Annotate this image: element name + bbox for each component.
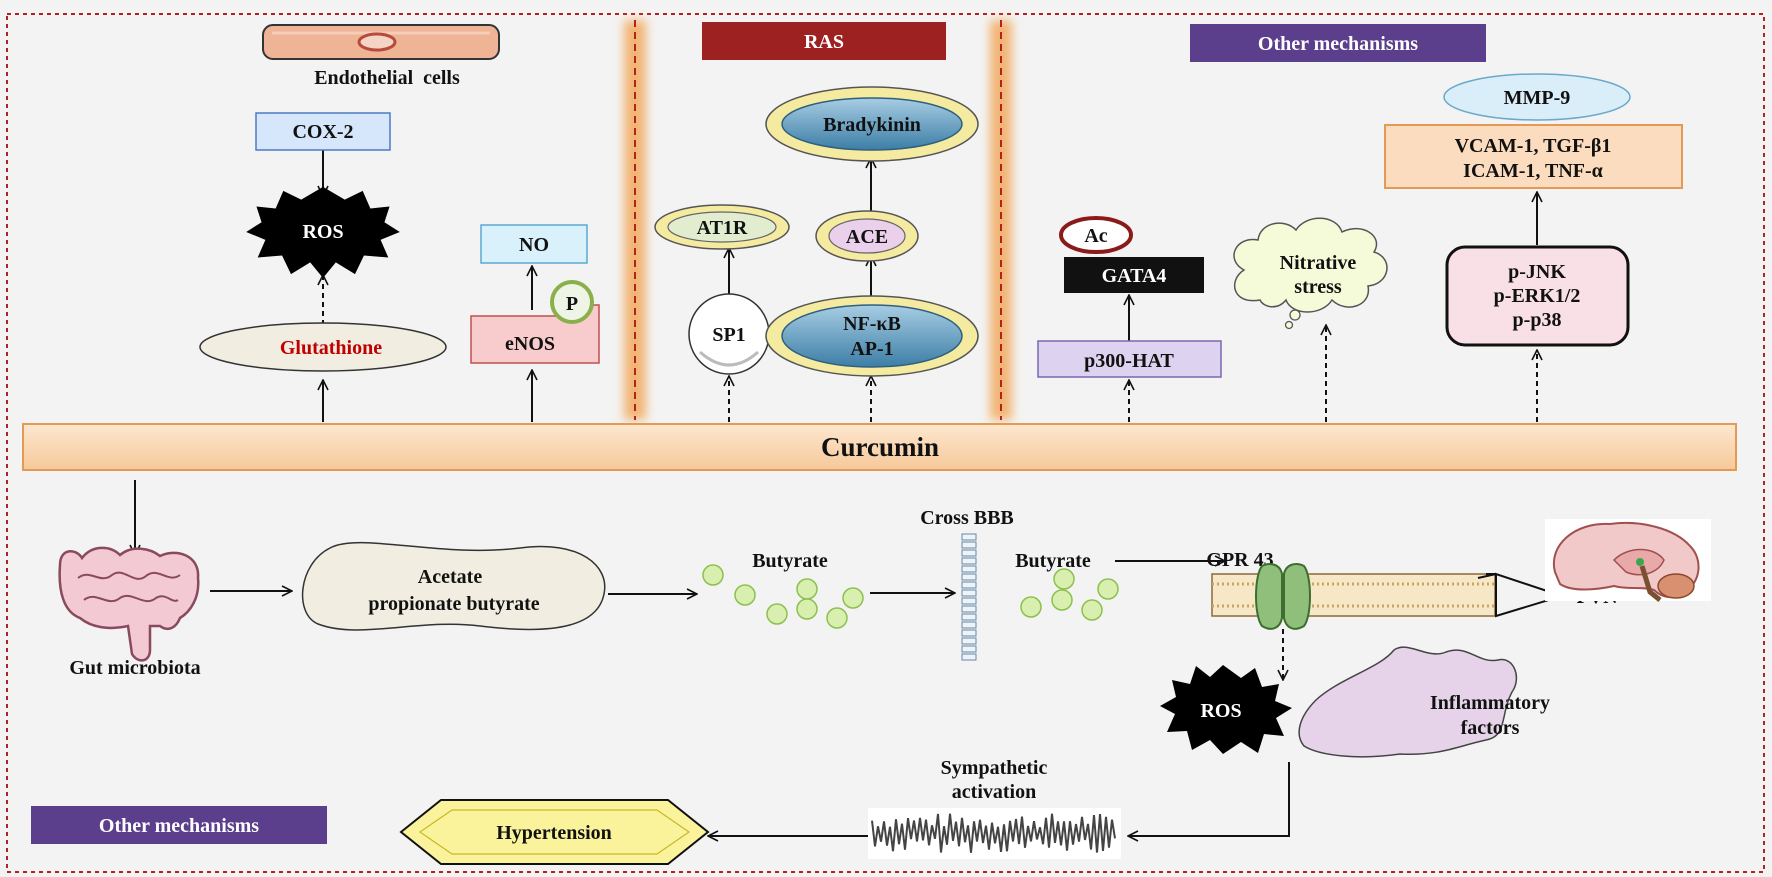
ace-label: ACE <box>846 226 888 248</box>
sp1-shadow <box>698 350 760 367</box>
cytokines-line2: ICAM-1, TNF-α <box>1463 160 1603 182</box>
p300-box <box>1037 340 1222 378</box>
nfkb-core <box>781 304 963 368</box>
nitrative-line2: stress <box>1294 276 1342 298</box>
ros-burst-bottom <box>1160 665 1292 754</box>
cytokines-box <box>1384 124 1683 189</box>
hypertension-label: Hypertension <box>496 822 612 844</box>
scfa-line2: propionate butyrate <box>368 593 539 615</box>
butyrate-molecules-1 <box>702 564 864 629</box>
other-mechanisms-banner-bottom <box>31 806 327 844</box>
hypertension-shape <box>399 799 710 865</box>
ros-burst-top <box>246 186 400 279</box>
gpr43-label: GPR 43 <box>1206 549 1273 571</box>
ros-label-bottom: ROS <box>1200 700 1241 722</box>
glutathione-ellipse <box>199 322 447 372</box>
gut-microbiota-icon <box>58 546 200 662</box>
nfkb-label: NF-κB <box>843 313 901 335</box>
nitrative-stress-cloud <box>1233 217 1388 330</box>
enos-label: eNOS <box>505 333 555 355</box>
ap1-label: AP-1 <box>850 338 893 360</box>
inflammatory-factors-shape <box>1298 646 1518 758</box>
cross-bbb-label: Cross BBB <box>920 507 1014 529</box>
mmp9-label: MMP-9 <box>1504 87 1571 109</box>
cell-membrane-icon <box>1211 573 1496 617</box>
sympathetic-line2: activation <box>952 781 1036 803</box>
mapk-box <box>1445 245 1630 347</box>
gut-microbiota-label: Gut microbiota <box>69 657 200 679</box>
gata4-label: GATA4 <box>1102 265 1167 287</box>
mmp9-ellipse <box>1443 73 1631 121</box>
curcumin-label: Curcumin <box>821 432 939 462</box>
sp1-label: SP1 <box>712 324 745 346</box>
inflammatory-line2: factors <box>1461 717 1520 739</box>
pvn-connector <box>1477 572 1566 618</box>
bradykinin-core <box>781 97 963 151</box>
nitrative-line1: Nitrative <box>1280 252 1357 274</box>
gpr43-receptor-icon <box>1255 563 1311 630</box>
other-mechanisms-title-bottom: Other mechanisms <box>99 815 259 837</box>
butyrate-molecules-2 <box>1020 568 1119 621</box>
no-box <box>480 224 588 264</box>
ras-banner <box>702 22 946 60</box>
other-mechanisms-banner-top <box>1190 24 1486 62</box>
p300-label: p300-HAT <box>1084 350 1174 372</box>
gata4-box <box>1064 257 1204 293</box>
no-label: NO <box>519 234 549 256</box>
scfa-line1: Acetate <box>418 566 483 588</box>
inflammatory-line1: Inflammatory <box>1430 692 1550 714</box>
sympathetic-signal-icon <box>871 813 1116 853</box>
endothelial-cell-icon <box>262 24 500 60</box>
hypertension-inner-edge <box>418 809 691 855</box>
butyrate-label-2: Butyrate <box>1015 550 1091 572</box>
erk-label: p-ERK1/2 <box>1494 285 1581 307</box>
phosphate-circle <box>550 280 594 324</box>
jnk-label: p-JNK <box>1508 261 1566 283</box>
phosphate-label: P <box>566 293 578 315</box>
at1r-core <box>667 211 777 243</box>
other-mechanisms-title-top: Other mechanisms <box>1258 33 1418 55</box>
at1r-label: AT1R <box>697 217 748 239</box>
p38-label: p-p38 <box>1513 309 1562 331</box>
endothelial-cells-label: Endothelial cells <box>314 67 460 89</box>
curcumin-bar <box>22 423 1737 471</box>
ras-section-dividers <box>624 20 1012 420</box>
scfa-shape <box>301 541 606 631</box>
cox2-box <box>255 112 391 151</box>
ras-title: RAS <box>804 31 844 53</box>
sympathetic-line1: Sympathetic <box>941 757 1048 779</box>
ace-core <box>828 218 906 254</box>
acetyl-ellipse <box>1059 216 1133 254</box>
blood-brain-barrier-icon <box>961 533 977 661</box>
brain-icon <box>1545 519 1711 602</box>
outer-frame <box>6 13 1765 873</box>
glutathione-label: Glutathione <box>280 337 382 359</box>
cytokines-line1: VCAM-1, TGF-β1 <box>1455 135 1612 157</box>
bradykinin-label: Bradykinin <box>823 114 921 136</box>
acetyl-label: Ac <box>1084 225 1107 247</box>
butyrate-label-1: Butyrate <box>752 550 828 572</box>
cox2-label: COX-2 <box>292 121 353 143</box>
pathway-arrows <box>135 150 1537 836</box>
ros-label-top: ROS <box>302 221 343 243</box>
